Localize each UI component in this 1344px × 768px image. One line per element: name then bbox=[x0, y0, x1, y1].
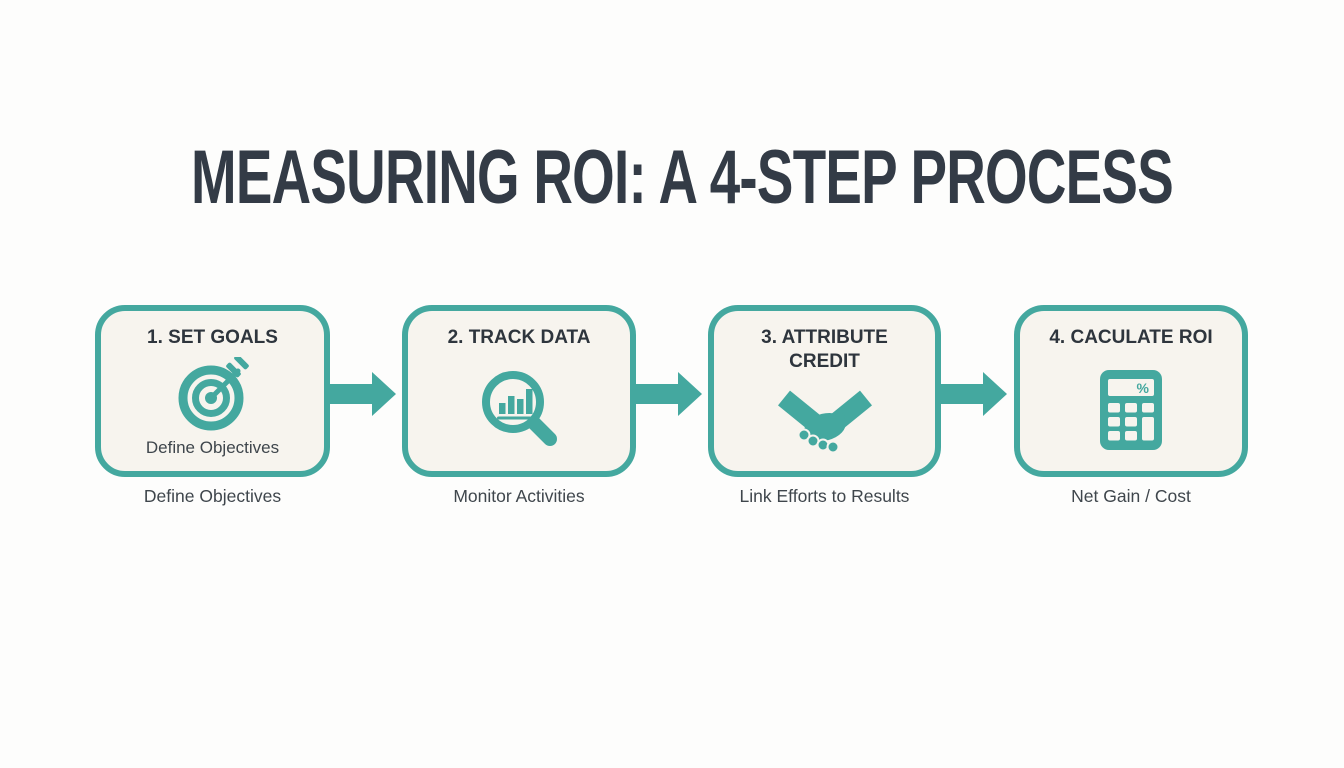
target-icon bbox=[176, 350, 250, 438]
handshake-icon bbox=[770, 374, 880, 472]
step-heading: 3. ATTRIBUTE CREDIT bbox=[761, 327, 888, 372]
step-caption: Monitor Activities bbox=[453, 486, 585, 506]
page-title: MEASURING ROI: A 4-STEP PROCESS bbox=[0, 140, 1344, 216]
magnifier-bar-chart-icon bbox=[475, 350, 563, 471]
page-title-text: MEASURING ROI: A 4-STEP PROCESS bbox=[190, 135, 1174, 220]
step-caption: Link Efforts to Results bbox=[739, 486, 910, 506]
arrow-right-icon bbox=[634, 372, 702, 416]
step-heading: 2. TRACK DATA bbox=[447, 327, 591, 348]
step-heading: 4. CACULATE ROI bbox=[1049, 327, 1213, 348]
calculator-icon: % bbox=[1100, 350, 1162, 471]
arrow-right-icon bbox=[939, 372, 1007, 416]
svg-text:%: % bbox=[1137, 380, 1150, 396]
step-caption: Net Gain / Cost bbox=[1071, 486, 1191, 506]
step-box-set-goals: 1. SET GOALS Define Objectives bbox=[95, 305, 330, 477]
step-heading: 1. SET GOALS bbox=[147, 327, 278, 348]
step-caption: Define Objectives bbox=[143, 486, 282, 506]
step-box-track-data: 2. TRACK DATA bbox=[402, 305, 636, 477]
step-box-calculate-roi: 4. CACULATE ROI % bbox=[1014, 305, 1248, 477]
step-inner-label: Define Objectives bbox=[145, 438, 280, 457]
arrow-right-icon bbox=[328, 372, 396, 416]
step-box-attribute-credit: 3. ATTRIBUTE CREDIT bbox=[708, 305, 941, 477]
